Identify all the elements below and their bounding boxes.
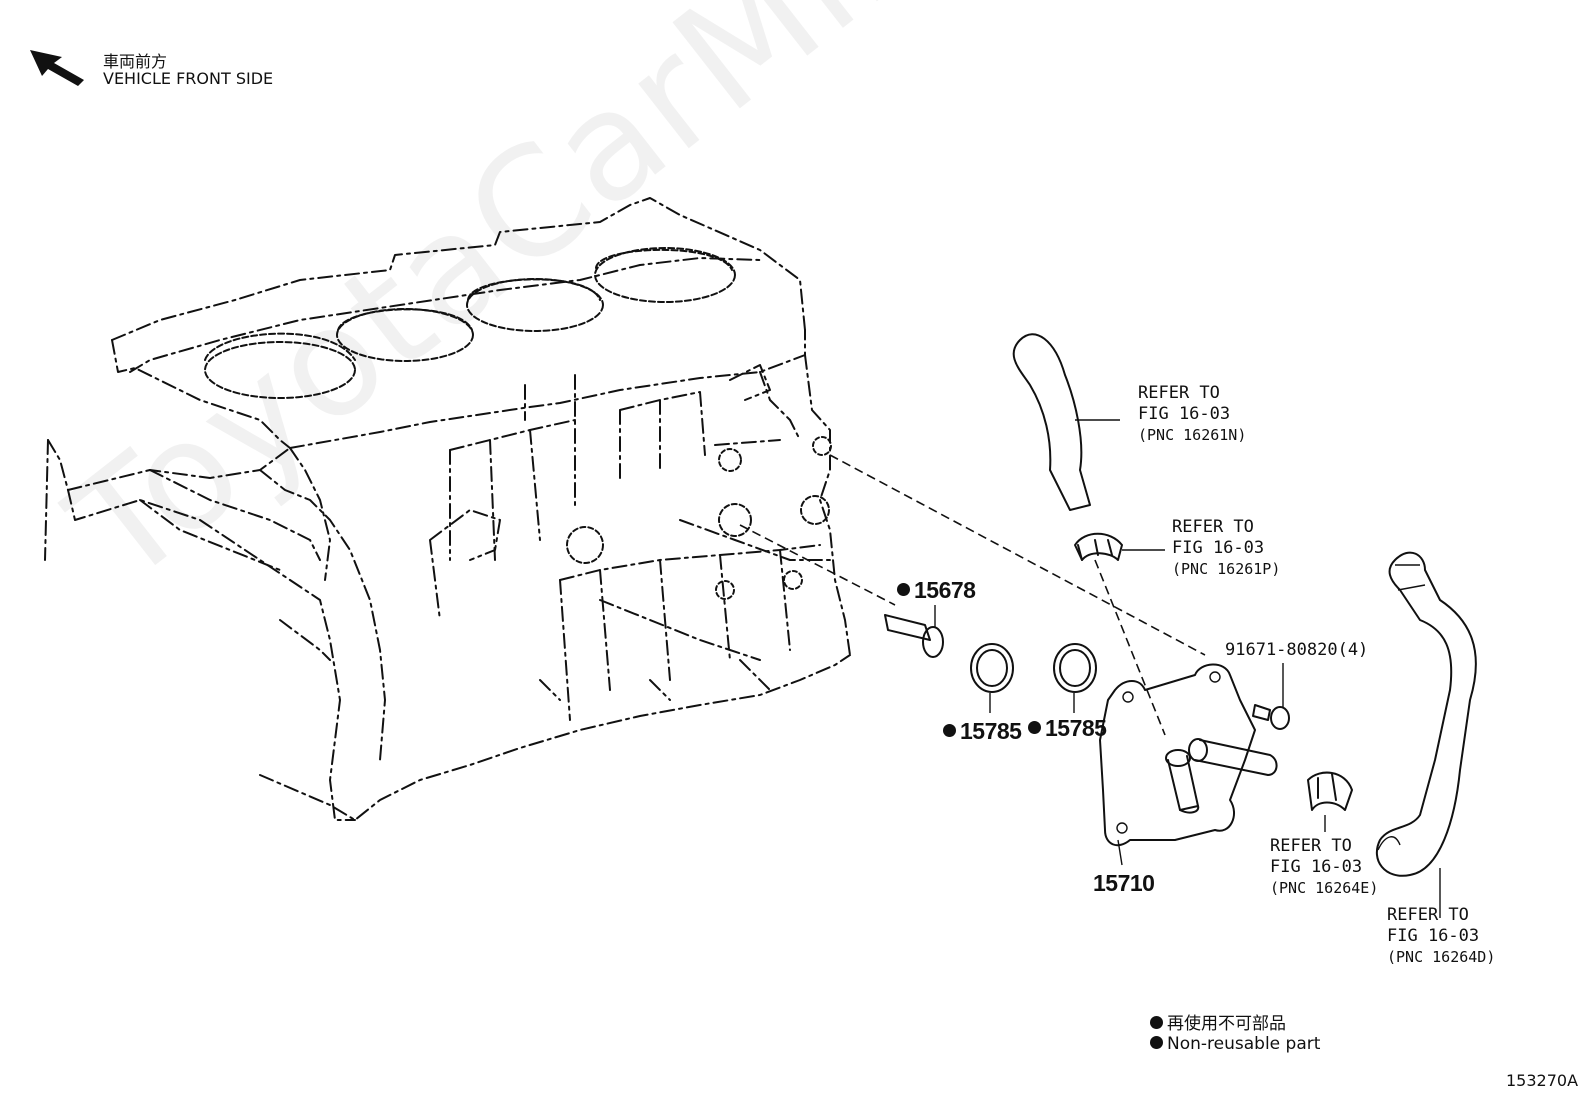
legend-en-text: Non-reusable part [1167,1034,1321,1054]
part-label-15678: 15678 [897,577,976,604]
bolt-91671 [1252,663,1290,730]
part-label-15785-a: 15785 [943,718,1022,745]
direction-label-jp: 車両前方 [103,52,168,71]
part-number-15678: 15678 [914,577,976,603]
callout-16264d-line2: FIG 16-03 [1387,926,1480,946]
vehicle-front-arrow-icon [30,50,84,86]
stud-15678 [884,605,944,658]
direction-label-en: VEHICLE FRONT SIDE [103,69,274,88]
callout-16261n-line2: FIG 16-03 [1138,404,1231,424]
lower-hose [1375,551,1477,918]
non-reusable-dot-icon [1150,1035,1163,1049]
non-reusable-dot-icon [1150,1015,1163,1029]
callout-16264e: REFER TO FIG 16-03 (PNC 16264E) [1270,836,1378,899]
part-label-15710: 15710 [1093,870,1155,897]
callout-16261p: REFER TO FIG 16-03 (PNC 16261P) [1172,517,1280,580]
part-label-15785-b: 15785 [1028,715,1107,742]
callout-16261n-line3: (PNC 16261N) [1138,426,1247,444]
callout-16264e-line2: FIG 16-03 [1270,857,1363,877]
callout-16261p-line1: REFER TO [1172,517,1254,537]
figure-id: 153270A [1506,1071,1579,1090]
hose-clip-upper [1074,532,1165,561]
hose-clip-lower [1307,771,1353,832]
part-number-91671: 91671-80820(4) [1225,640,1369,660]
callout-16264e-line1: REFER TO [1270,836,1352,856]
engine-block [44,197,851,821]
alignment-lines [739,454,1206,736]
non-reusable-dot-icon [897,583,910,597]
part-label-91671: 91671-80820(4) [1225,640,1368,661]
callout-16261n: REFER TO FIG 16-03 (PNC 16261N) [1138,383,1246,446]
legend-jp: 再使用不可部品 [1150,1009,1286,1034]
callout-16264d-line3: (PNC 16264D) [1387,948,1496,966]
callout-16264e-line3: (PNC 16264E) [1270,879,1379,897]
callout-16261p-line2: FIG 16-03 [1172,538,1265,558]
part-number-15785-a: 15785 [960,718,1022,744]
part-number-15785-b: 15785 [1045,715,1107,741]
non-reusable-dot-icon [1028,721,1041,735]
legend-en: Non-reusable part [1150,1034,1320,1054]
callout-16261p-line3: (PNC 16261P) [1172,560,1281,578]
upper-hose [1012,333,1120,511]
non-reusable-dot-icon [943,724,956,738]
callout-16261n-line1: REFER TO [1138,383,1220,403]
callout-16264d: REFER TO FIG 16-03 (PNC 16264D) [1387,905,1495,968]
callout-16264d-line1: REFER TO [1387,905,1469,925]
oil-cooler-15710 [1099,663,1278,866]
part-number-15710: 15710 [1093,870,1155,896]
o-rings-15785 [970,643,1097,713]
legend-jp-text: 再使用不可部品 [1167,1014,1286,1034]
